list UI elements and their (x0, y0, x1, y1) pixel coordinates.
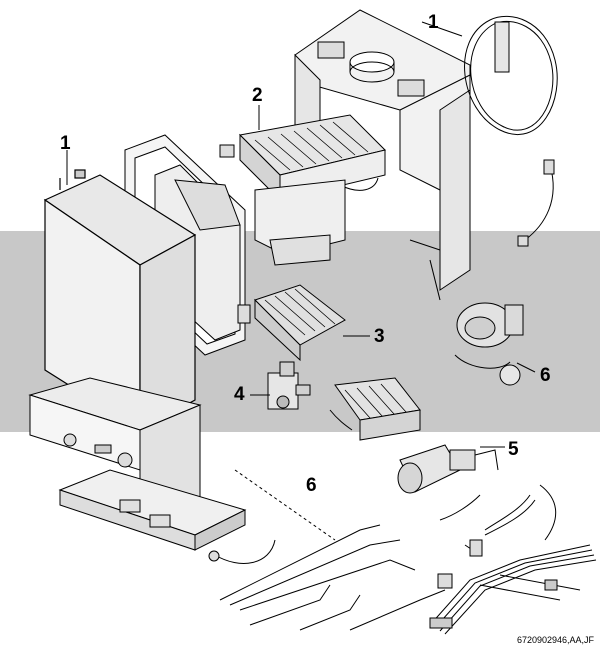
document-reference: 6720902946,AA,JF (516, 635, 594, 645)
callout-4: 4 (234, 384, 245, 405)
flue-hose (464, 15, 558, 136)
pump (397, 444, 499, 494)
plate-heat-exchanger (329, 377, 421, 441)
callout-1-left: 1 (60, 133, 71, 154)
bottom-cover (58, 469, 247, 551)
callout-6-right: 6 (540, 365, 551, 386)
gas-valve (267, 361, 311, 410)
callout-1-top: 1 (428, 12, 439, 33)
sensor-cable (517, 159, 555, 247)
callout-3: 3 (374, 326, 385, 347)
callout-5: 5 (508, 439, 519, 460)
front-casing (43, 169, 197, 432)
burner (237, 284, 346, 362)
leader-lines (66, 21, 536, 541)
callout-6-bottom: 6 (306, 475, 317, 496)
wiring-harness (429, 484, 597, 635)
callout-2: 2 (252, 85, 263, 106)
cable-set (208, 494, 536, 631)
fan-assembly (454, 302, 524, 386)
